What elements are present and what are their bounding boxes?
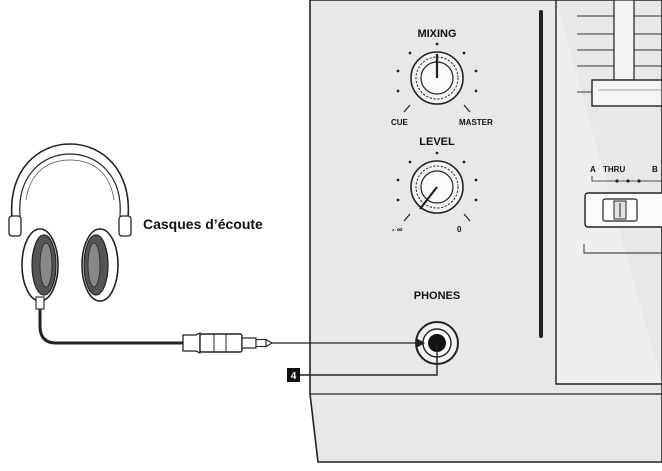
level-scale-dots	[396, 151, 478, 202]
headphone-plug	[182, 331, 274, 355]
mixing-label: MIXING	[417, 28, 456, 40]
mixing-master-label: MASTER	[459, 118, 493, 127]
level-max-label: 0	[457, 225, 462, 234]
connection-arrow	[272, 338, 425, 348]
headphones	[8, 143, 132, 310]
level-knob-pointer	[419, 186, 438, 210]
callout-number: 4	[291, 371, 297, 382]
level-label: LEVEL	[419, 136, 455, 148]
switch-label-a: A	[590, 165, 596, 174]
level-min-label: - ∞	[392, 225, 403, 234]
phones-label: PHONES	[414, 290, 460, 302]
mixing-scale-dots	[396, 42, 478, 93]
headphones-label: Casques d’écoute	[143, 216, 263, 232]
level-knob[interactable]	[396, 151, 478, 222]
mixer-panel	[309, 0, 662, 463]
crossfader-assign-switch[interactable]: A THRU B	[583, 165, 662, 254]
switch-label-thru: THRU	[603, 165, 625, 174]
switch-label-b: B	[652, 165, 658, 174]
headphone-cable	[38, 287, 183, 345]
callout-4: 4	[287, 343, 438, 382]
mixing-cue-label: CUE	[391, 118, 409, 127]
mixing-knob[interactable]	[396, 42, 478, 113]
channel-fader[interactable]	[577, 0, 662, 107]
